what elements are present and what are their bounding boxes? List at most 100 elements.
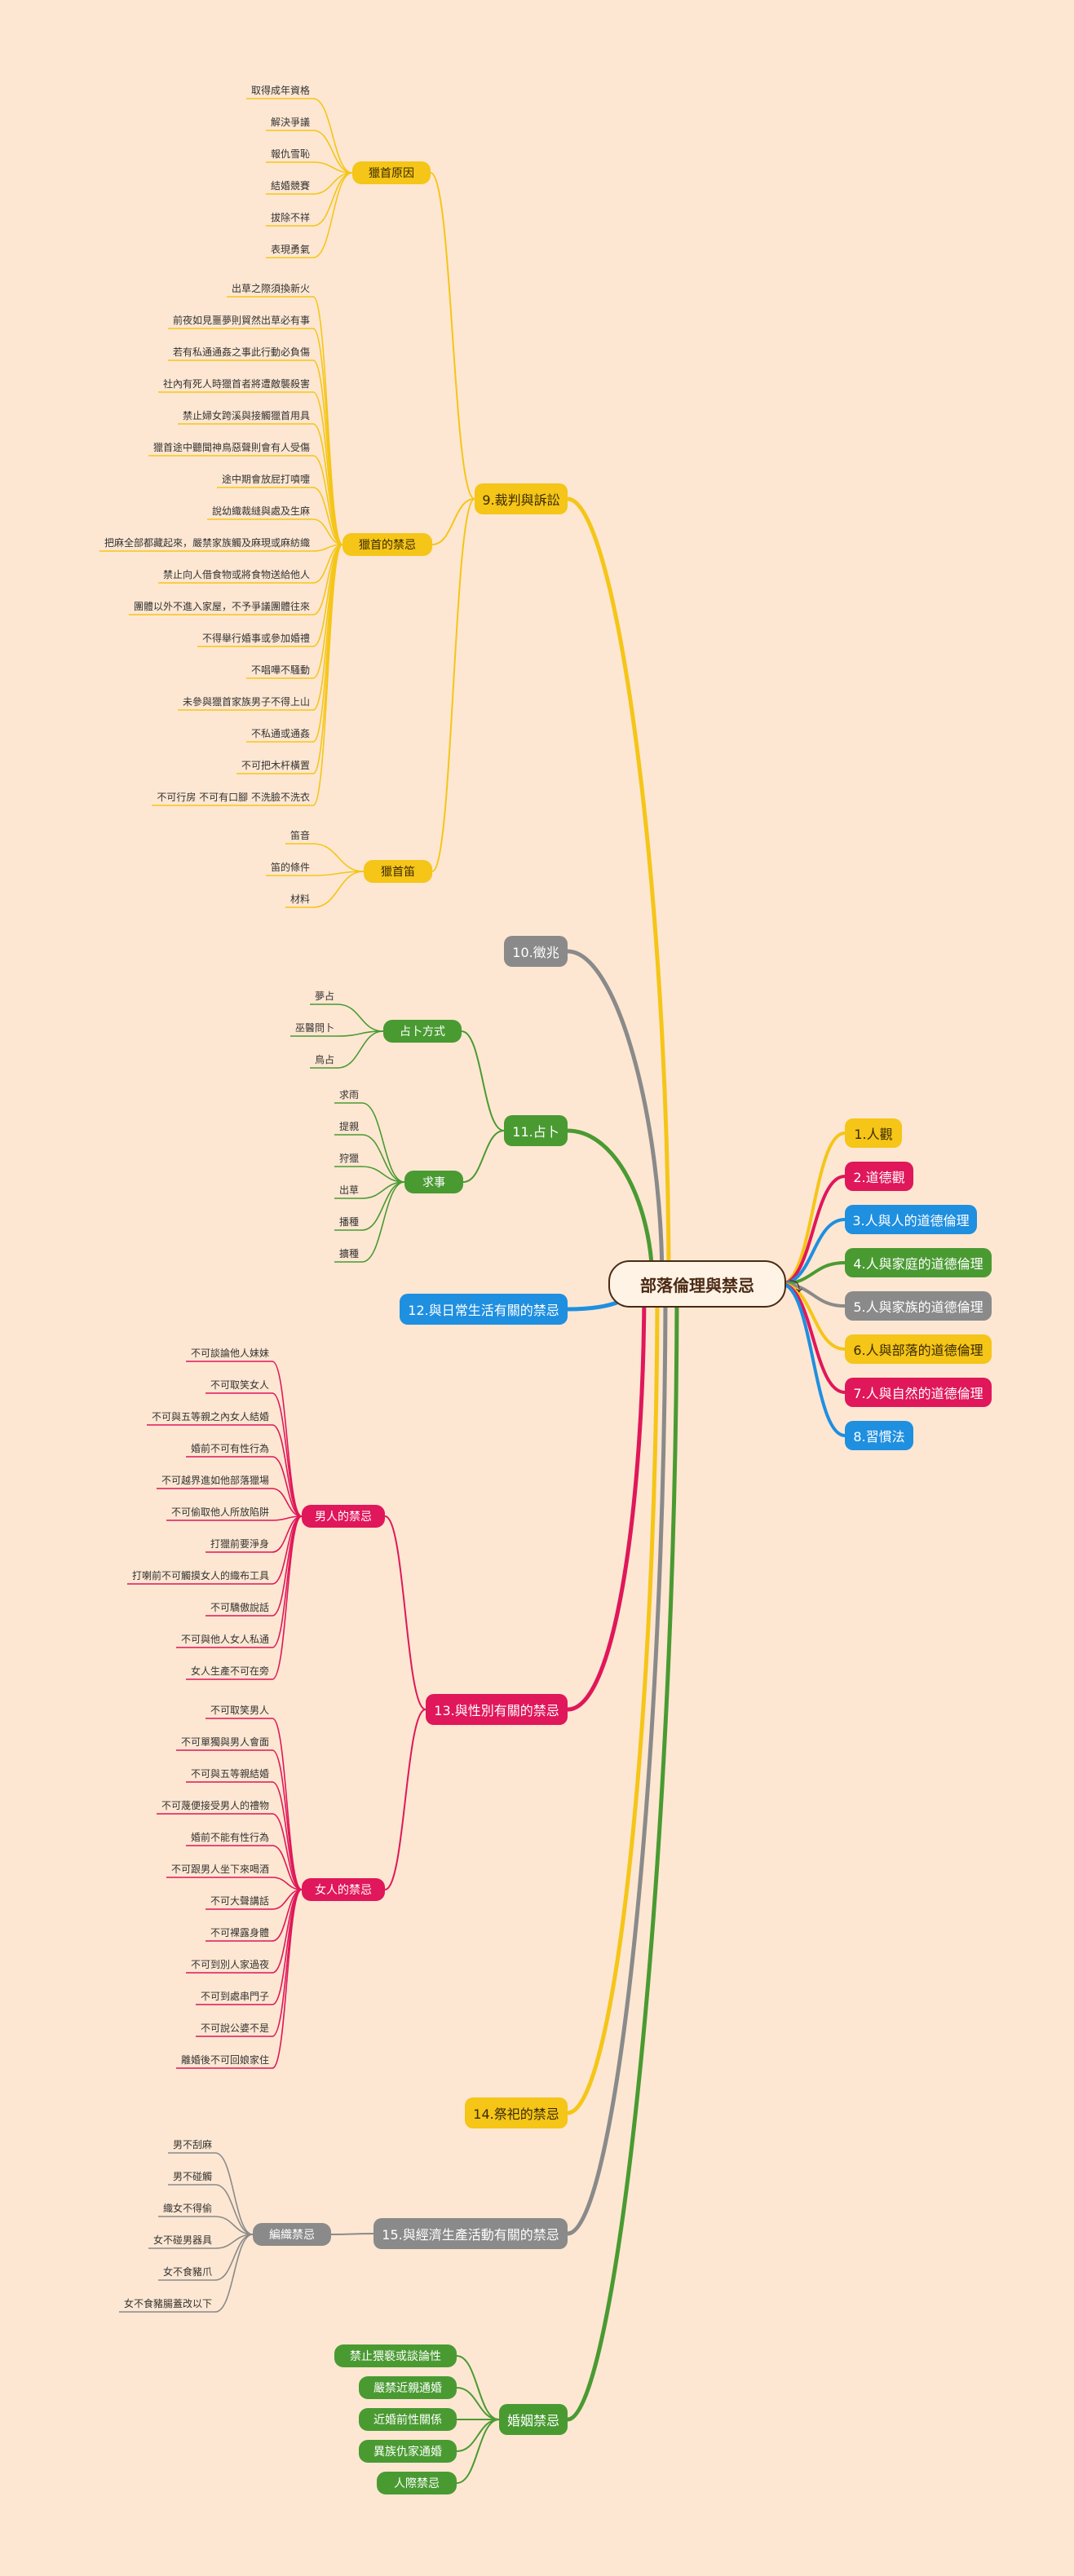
root-node[interactable]: 部落倫理與禁忌: [608, 1260, 786, 1308]
branch-b12[interactable]: 12.與日常生活有關的禁忌: [400, 1294, 568, 1325]
subtopic-b13-1[interactable]: 女人的禁忌: [302, 1878, 385, 1901]
branch-b11[interactable]: 11.占卜: [504, 1115, 568, 1146]
branch-b10[interactable]: 10.徵兆: [504, 936, 568, 967]
branch-right-5[interactable]: 5.人與家族的道德倫理: [845, 1291, 992, 1321]
subtopic-b11-0[interactable]: 占卜方式: [383, 1020, 462, 1043]
leaf-label[interactable]: 不可把木杆橫置: [241, 760, 310, 771]
leaf-label[interactable]: 不可行房 不可有口腳 不洗臉不洗衣: [157, 792, 310, 803]
leaf-label[interactable]: 不可談論他人妹妹: [190, 1348, 269, 1359]
leaf-label[interactable]: 不可大聲講話: [210, 1895, 269, 1907]
leaf-label[interactable]: 不唱嘩不騷動: [250, 664, 310, 676]
edge: [361, 1134, 405, 1183]
leaf-label[interactable]: 播種: [338, 1216, 359, 1228]
leaf-label[interactable]: 表現勇氣: [270, 244, 310, 255]
leaf-label[interactable]: 擴種: [338, 1248, 359, 1259]
branch-b14[interactable]: 14.祭祀的禁忌: [465, 2097, 568, 2128]
branch-right-7[interactable]: 7.人與自然的道德倫理: [845, 1378, 992, 1407]
leaf-label[interactable]: 婚前不可有性行為: [190, 1443, 269, 1454]
leaf-label[interactable]: 不可單獨與男人會面: [180, 1736, 269, 1748]
collapse-icon[interactable]: ⤵: [789, 1279, 803, 1295]
leaf-label[interactable]: 拔除不祥: [270, 212, 310, 223]
leaf-label[interactable]: 途中期會放屁打噴嚏: [221, 474, 310, 485]
leaf-label[interactable]: 織女不得偷: [162, 2203, 212, 2214]
leaf-label[interactable]: 不可與五等親之內女人結婚: [151, 1411, 269, 1423]
leaf-label[interactable]: 取得成年資格: [250, 85, 310, 96]
leaf-label[interactable]: 不可蔑便接受男人的禮物: [161, 1800, 269, 1811]
leaf-label[interactable]: 出草: [338, 1184, 359, 1196]
subtopic-marriage-4[interactable]: 人際禁忌: [377, 2472, 457, 2494]
leaf-label[interactable]: 把麻全部都藏起來，嚴禁家族觸及麻現或麻紡織: [104, 537, 310, 549]
subtopic-b15-0[interactable]: 編織禁忌: [253, 2223, 331, 2246]
subtopic-marriage-3[interactable]: 異族仇家通婚: [359, 2440, 457, 2463]
leaf-label[interactable]: 解決爭議: [270, 117, 310, 128]
leaf-label[interactable]: 不可取笑女人: [210, 1379, 269, 1391]
branch-b15[interactable]: 15.與經濟生產活動有關的禁忌: [373, 2218, 568, 2249]
leaf-label[interactable]: 獵首途中聽聞神鳥惡聲則會有人受傷: [152, 442, 310, 453]
leaf-label[interactable]: 求雨: [338, 1089, 359, 1101]
leaf-label[interactable]: 不可與他人女人私通: [180, 1634, 269, 1645]
leaf-label[interactable]: 不可裸露身體: [210, 1927, 269, 1939]
leaf-label[interactable]: 男不碰觸: [172, 2171, 212, 2182]
branch-b9[interactable]: 9.裁判與訴訟: [475, 483, 568, 514]
subtopic-marriage-1[interactable]: 嚴禁近親通婚: [359, 2376, 457, 2399]
leaf-label[interactable]: 婚前不能有性行為: [190, 1832, 269, 1843]
leaf-label[interactable]: 不得舉行婚事或參加婚禮: [201, 633, 310, 644]
leaf-label[interactable]: 女不食豬腸蓋改以下: [123, 2298, 212, 2309]
branch-b13[interactable]: 13.與性別有關的禁忌: [426, 1694, 568, 1725]
leaf-label[interactable]: 打獵前要淨身: [210, 1538, 269, 1550]
leaf-label[interactable]: 男不刮麻: [172, 2139, 212, 2150]
leaf-label[interactable]: 不可到別人家過夜: [190, 1959, 269, 1970]
subtopic-marriage-2[interactable]: 近婚前性關係: [359, 2408, 457, 2431]
leaf-label[interactable]: 離婚後不可回娘家住: [180, 2054, 269, 2066]
branch-marriage[interactable]: 婚姻禁忌: [499, 2404, 568, 2435]
leaf-label[interactable]: 前夜如見噩夢則貿然出草必有事: [172, 315, 310, 326]
leaf-label[interactable]: 說幼織裁縫與處及生麻: [211, 505, 310, 517]
leaf-label[interactable]: 夢占: [314, 990, 334, 1002]
leaf-label[interactable]: 女不食豬爪: [162, 2266, 212, 2278]
leaf-label[interactable]: 社內有死人時獵首者將遭敵襲殺害: [162, 378, 310, 390]
branch-right-6[interactable]: 6.人與部落的道德倫理: [845, 1334, 992, 1364]
edge: [780, 1175, 846, 1286]
leaf-label[interactable]: 不可驕傲說話: [210, 1602, 269, 1613]
branch-right-1[interactable]: 1.人觀: [845, 1118, 902, 1148]
branch-right-3[interactable]: 3.人與人的道德倫理: [845, 1205, 977, 1234]
leaf-label[interactable]: 禁止向人借食物或將食物送給他人: [162, 569, 310, 580]
leaf-label[interactable]: 團體以外不進入家屋，不予爭議團體往來: [133, 601, 310, 612]
leaf-label[interactable]: 材料: [289, 893, 310, 905]
leaf-label[interactable]: 提親: [338, 1121, 359, 1132]
leaf-label[interactable]: 狩獵: [338, 1153, 359, 1164]
subtopic-b13-0[interactable]: 男人的禁忌: [302, 1505, 385, 1528]
leaf-label[interactable]: 結婚競賽: [270, 180, 310, 192]
subtopic-b9-2[interactable]: 獵首笛: [364, 860, 432, 883]
subtopic-b9-1[interactable]: 獵首的禁忌: [343, 533, 432, 556]
leaf-label[interactable]: 不可偷取他人所放陷阱: [170, 1506, 269, 1518]
leaf-label[interactable]: 若有私通通姦之事此行動必負傷: [172, 346, 310, 358]
edge: [312, 544, 343, 806]
leaf-label[interactable]: 笛的條件: [270, 862, 310, 873]
leaf-label[interactable]: 女不碰男器具: [152, 2234, 212, 2246]
leaf-label[interactable]: 不可越界進如他部落獵場: [161, 1475, 269, 1486]
leaf-label[interactable]: 未參與獵首家族男子不得上山: [182, 696, 310, 708]
subtopic-b9-0[interactable]: 獵首原因: [352, 161, 431, 184]
leaf-label[interactable]: 笛音: [289, 830, 310, 841]
leaf-label[interactable]: 不可到處串門子: [200, 1991, 269, 2002]
leaf-label[interactable]: 不可與五等親結婚: [190, 1768, 269, 1780]
subtopic-b11-1[interactable]: 求事: [404, 1171, 463, 1193]
leaf-label[interactable]: 不可說公婆不是: [200, 2022, 269, 2034]
leaf-label[interactable]: 女人生產不可在旁: [190, 1665, 269, 1677]
edge: [214, 2234, 254, 2281]
leaf-label[interactable]: 巫醫問卜: [294, 1022, 334, 1034]
branch-right-2[interactable]: 2.道德觀: [845, 1162, 913, 1191]
leaf-label[interactable]: 報仇雪恥: [270, 148, 310, 160]
branch-right-8[interactable]: 8.習慣法: [845, 1421, 913, 1450]
leaf-label[interactable]: 不私通或通姦: [250, 728, 310, 739]
branch-right-4[interactable]: 4.人與家庭的道德倫理: [845, 1248, 992, 1277]
leaf-label[interactable]: 禁止婦女跨溪與接觸獵首用具: [182, 410, 310, 421]
leaf-label[interactable]: 鳥占: [314, 1054, 334, 1065]
edge: [361, 1102, 405, 1183]
subtopic-marriage-0[interactable]: 禁止猥褻或談論性: [334, 2344, 457, 2367]
leaf-label[interactable]: 打喇前不可觸摸女人的織布工具: [131, 1570, 269, 1581]
leaf-label[interactable]: 出草之際須換新火: [231, 283, 310, 294]
leaf-label[interactable]: 不可跟男人坐下來喝酒: [170, 1864, 269, 1875]
leaf-label[interactable]: 不可取笑男人: [210, 1705, 269, 1716]
